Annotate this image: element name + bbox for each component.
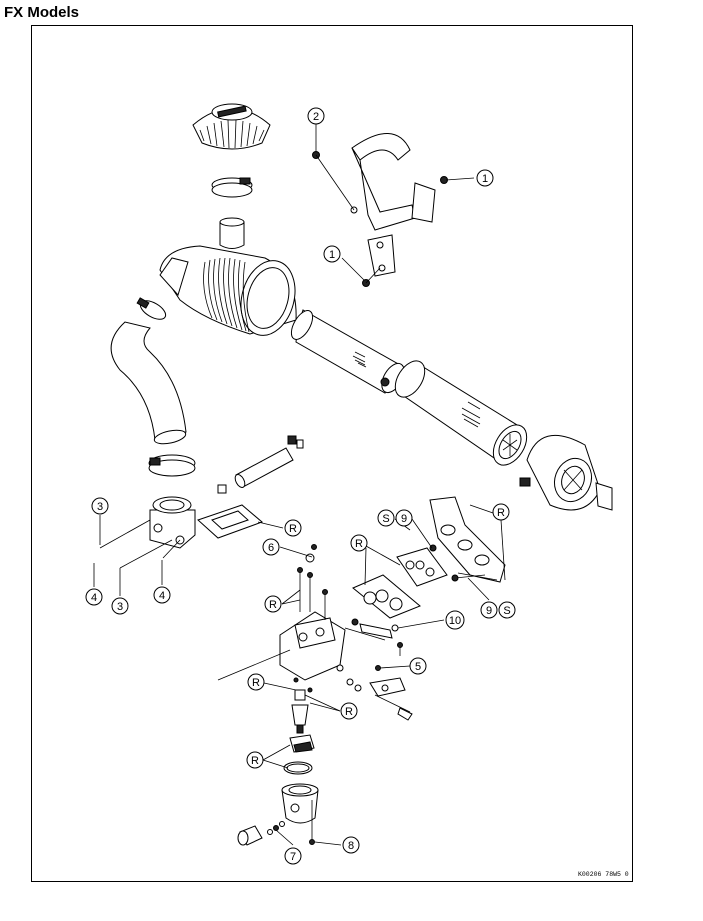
svg-text:R: R	[355, 538, 363, 550]
precleaner-cap	[192, 103, 271, 150]
callout-5: 5	[409, 657, 427, 675]
manifold-gasket-lower	[352, 574, 421, 619]
figure-code: K00206 78W5 0	[578, 871, 629, 878]
intake-elbow	[99, 496, 196, 569]
callout-1-top: 1	[476, 169, 494, 187]
leader-lines	[93, 124, 506, 846]
callout-r-carb: R	[264, 595, 282, 613]
main-jet	[291, 677, 313, 734]
hose-clamp-lower	[148, 454, 196, 477]
svg-text:10: 10	[449, 615, 461, 627]
intake-hose	[110, 321, 187, 445]
svg-text:2: 2	[313, 111, 319, 123]
manifold-bolts	[429, 544, 486, 582]
callout-4-right: 4	[153, 586, 171, 604]
air-cleaner-end-cover	[519, 434, 613, 511]
callout-s-upper: S	[377, 509, 395, 527]
callout-4-left: 4	[85, 588, 103, 606]
float-bowl	[281, 783, 319, 845]
callout-s-lower: S	[498, 601, 516, 619]
page-title: FX Models	[4, 4, 80, 21]
callout-1-mid: 1	[323, 245, 341, 263]
outer-filter-element	[394, 360, 528, 466]
elbow-gasket	[197, 504, 263, 539]
callout-6: 6	[262, 538, 280, 556]
float-bowl-o-ring	[283, 761, 313, 775]
svg-text:1: 1	[329, 249, 335, 261]
svg-text:5: 5	[415, 661, 421, 673]
intake-manifold	[429, 496, 506, 583]
svg-text:6: 6	[268, 542, 274, 554]
svg-text:9: 9	[401, 513, 407, 525]
callout-10: 10	[445, 610, 465, 630]
breather-tube	[217, 435, 304, 494]
throttle-linkage	[344, 618, 403, 656]
callout-3-left: 3	[91, 497, 109, 515]
callout-r-gasket: R	[350, 534, 368, 552]
hose-clamp-small	[136, 297, 167, 320]
carburetor-float	[289, 734, 315, 753]
svg-text:4: 4	[91, 592, 97, 604]
svg-text:9: 9	[486, 605, 492, 617]
callout-r-oring: R	[246, 751, 264, 769]
svg-text:3: 3	[117, 601, 123, 613]
choke-lever	[336, 664, 413, 721]
inlet-tube	[219, 217, 245, 249]
callout-r-flange: R	[284, 519, 302, 537]
callout-7: 7	[284, 847, 302, 865]
svg-text:R: R	[497, 507, 505, 519]
bracket-bolts	[312, 151, 448, 287]
cap-clamp	[211, 177, 253, 198]
svg-text:7: 7	[290, 851, 296, 863]
svg-text:1: 1	[482, 173, 488, 185]
callout-2-top: 2	[307, 107, 325, 125]
callout-8: 8	[342, 836, 360, 854]
callout-r-needle: R	[340, 702, 358, 720]
diagram-frame	[31, 25, 633, 882]
svg-text:4: 4	[159, 590, 165, 602]
svg-text:8: 8	[348, 840, 354, 852]
callout-9-lower: 9	[480, 601, 498, 619]
callout-3-low: 3	[111, 597, 129, 615]
callout-9-upper: 9	[395, 509, 413, 527]
housing-band-bracket	[350, 133, 436, 277]
manifold-gasket-upper	[396, 547, 448, 587]
svg-text:R: R	[252, 677, 260, 689]
svg-text:S: S	[382, 513, 389, 525]
svg-text:R: R	[251, 755, 259, 767]
inner-filter-element	[290, 309, 405, 394]
svg-text:R: R	[289, 523, 297, 535]
callout-r-manifold: R	[492, 503, 510, 521]
drain-screw	[237, 821, 285, 846]
svg-text:R: R	[345, 706, 353, 718]
callout-r-jet: R	[247, 673, 265, 691]
air-cleaner-housing	[159, 245, 297, 336]
svg-text:3: 3	[97, 501, 103, 513]
svg-text:R: R	[269, 599, 277, 611]
svg-text:S: S	[503, 605, 510, 617]
carburetor-body	[217, 544, 346, 681]
